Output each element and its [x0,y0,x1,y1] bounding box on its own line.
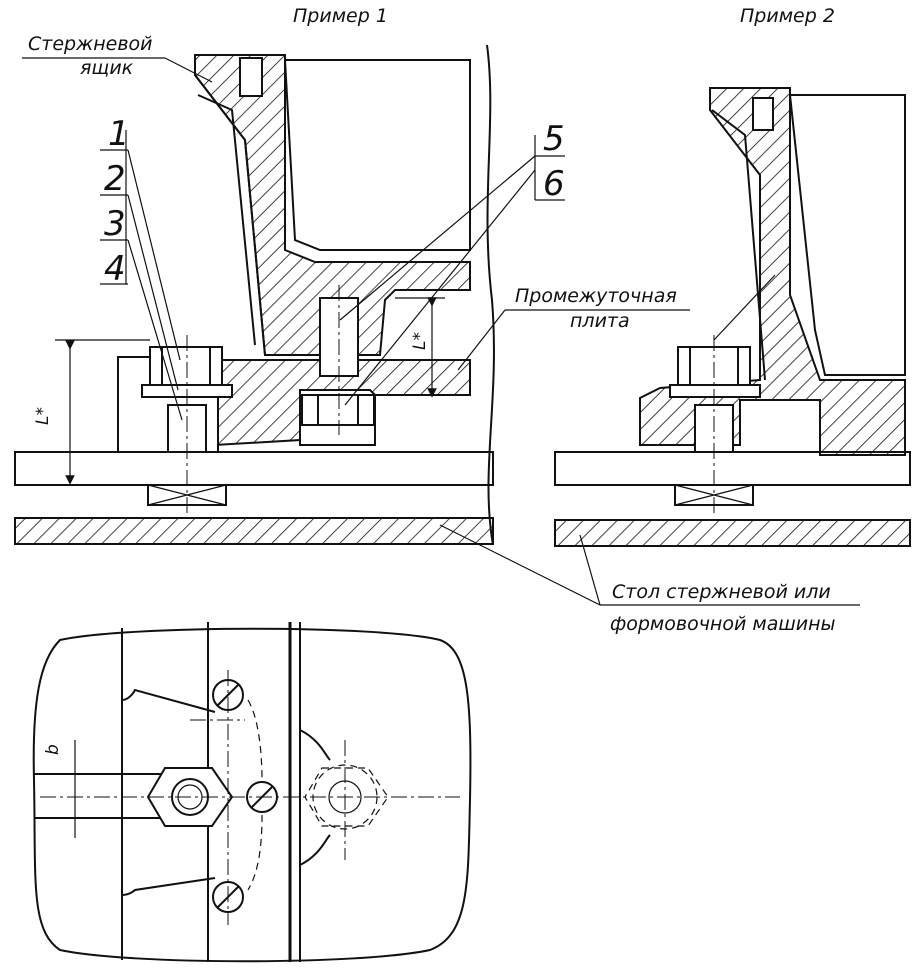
label-core-box-2: ящик [80,57,134,79]
label-example1: Пример 1 [293,5,388,27]
top-pin-ex1 [239,57,263,97]
dimension-b: b [43,744,63,755]
callout-1: 1 [108,114,130,154]
break-line-ex1 [486,44,495,546]
screw-body-ex1 [319,297,359,377]
label-machine-table-2: формовочной машины [610,613,836,635]
nut-ex1 [149,346,223,386]
base-plate-ex2 [554,451,911,486]
core-box-inner-slope-ex1 [197,94,256,346]
core-box-cavity-ex2 [788,94,906,376]
label-example2: Пример 2 [740,5,835,27]
callout-5: 5 [543,119,565,159]
intermediate-plate-ex1 [214,359,471,447]
label-intermediate-2: плита [570,310,630,332]
top-pin-ex2 [752,97,774,131]
screw-head-ex1 [301,394,375,426]
plan-outline [32,627,472,963]
callout-4: 4 [104,249,126,289]
machine-table-ex1 [14,517,494,545]
base-plate-ex1 [14,451,494,486]
dimension-l-inner: L* [410,332,430,350]
callouts: Стержневой ящик Пример 1 Пример 2 1 2 3 … [22,5,860,635]
dimension-l-outer: L* [33,407,53,425]
example2-section [554,87,911,547]
hidden-nut-plan [304,767,389,827]
callout-6: 6 [543,164,565,204]
callout-2: 2 [104,159,126,199]
core-box-slope-ex1 [194,74,266,356]
example1-section: L* L* [14,44,495,546]
core-box-cavity-ex1 [283,59,471,251]
label-core-box-1: Стержневой [28,33,152,55]
callout-3: 3 [104,204,126,244]
plan-view: b [32,622,472,963]
machine-table-ex2 [554,519,911,547]
label-machine-table-1: Стол стержневой или [612,581,831,603]
label-intermediate-1: Промежуточная [515,285,677,307]
washer-ex2 [669,384,761,398]
